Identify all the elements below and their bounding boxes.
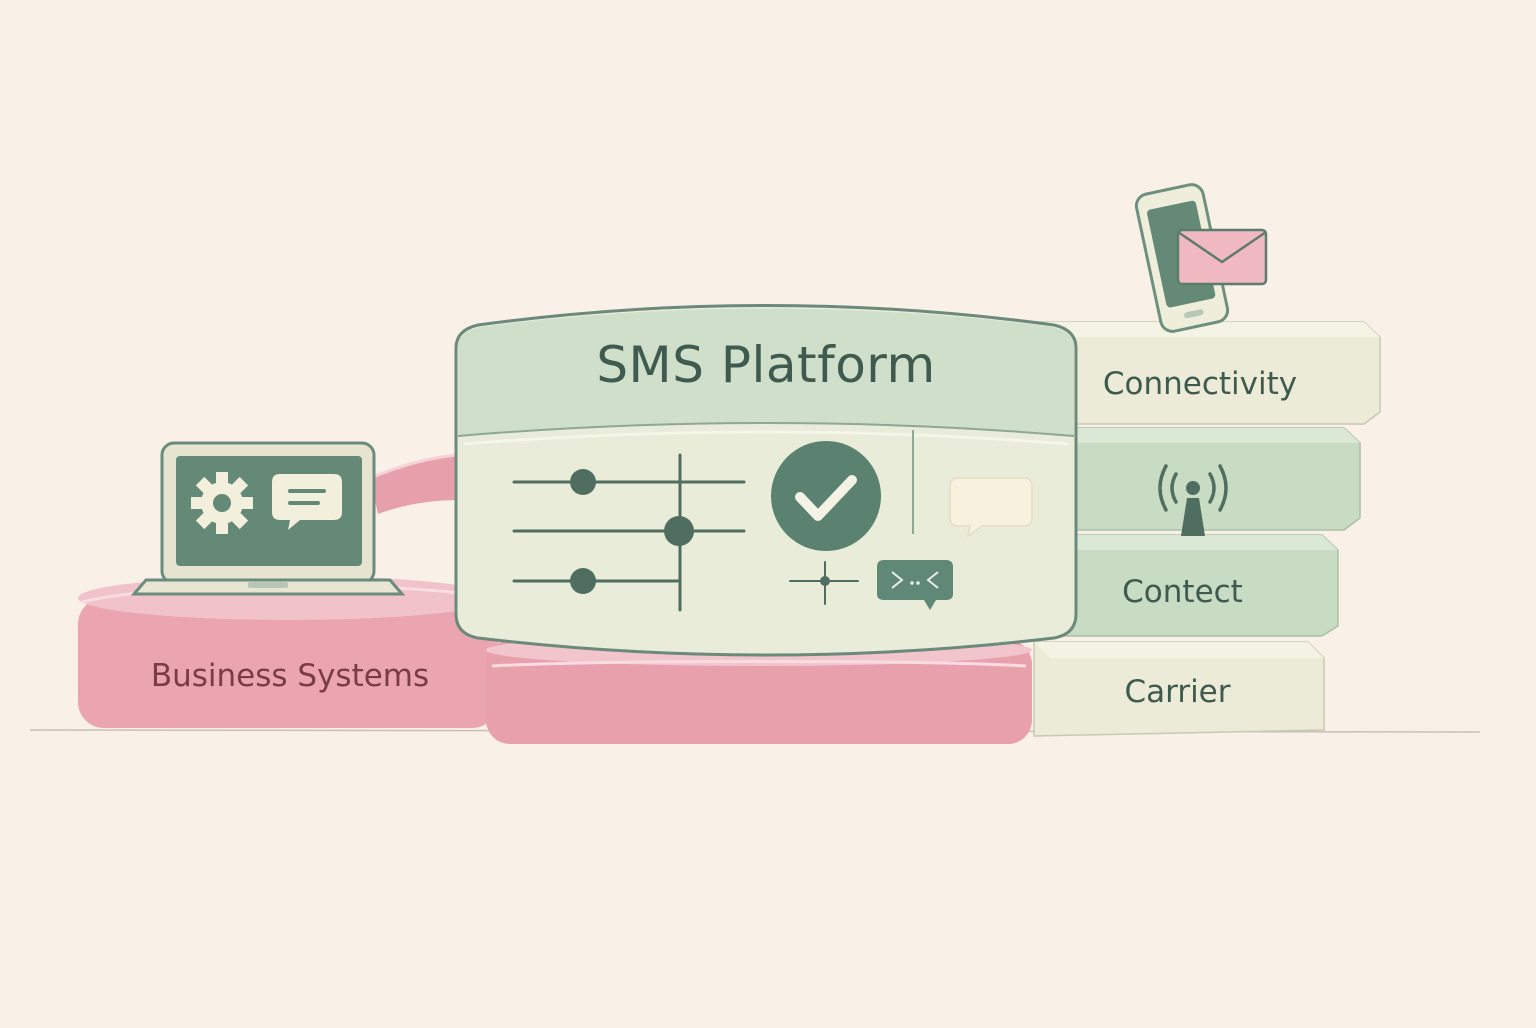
diagram-title: SMS Platform — [596, 336, 936, 394]
chat-bubble-icon — [272, 474, 342, 530]
error-message-icon — [877, 560, 953, 610]
business-systems-label: Business Systems — [150, 658, 430, 694]
antenna-block — [1033, 427, 1361, 531]
gear-icon — [191, 472, 253, 534]
business-systems-platform — [78, 576, 498, 728]
contect-label: Contect — [1122, 574, 1243, 610]
sliders-icon — [512, 453, 859, 612]
contect-block — [1033, 534, 1339, 637]
check-circle-icon — [771, 441, 881, 551]
envelope-icon — [1176, 228, 1268, 286]
antenna-icon — [1158, 464, 1228, 536]
sms-platform-panel — [454, 304, 1078, 657]
message-icon — [949, 477, 1033, 538]
carrier-block — [1033, 641, 1325, 737]
pink-connector — [369, 453, 463, 514]
carrier-label: Carrier — [1124, 674, 1231, 710]
right-stack — [1033, 321, 1381, 737]
laptop-icon — [130, 441, 406, 596]
connectivity-block — [1033, 321, 1381, 425]
connectivity-label: Connectivity — [1102, 366, 1298, 402]
